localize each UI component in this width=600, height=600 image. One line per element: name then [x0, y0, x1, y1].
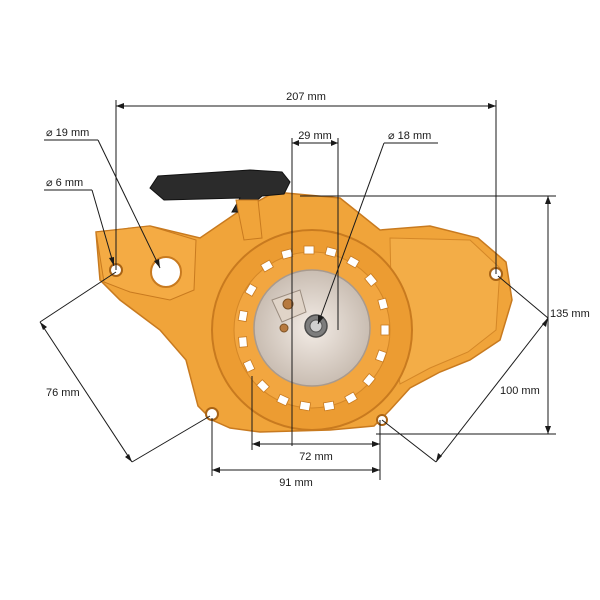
label-right-diagonal: 100 mm: [500, 385, 540, 397]
vent-slots: [237, 245, 390, 412]
pulley-pawl-pin: [282, 298, 294, 310]
label-inner-span: 72 mm: [299, 451, 333, 463]
handle-stem: [235, 199, 263, 241]
pulley-pawl-pin-lower: [279, 323, 289, 333]
dimension-labels: 207 mm ⌀ 19 mm ⌀ 6 mm 29 mm ⌀ 18 mm 135 …: [46, 91, 590, 489]
label-overall-width: 207 mm: [286, 91, 326, 103]
label-hole-large: ⌀ 19 mm: [46, 127, 89, 139]
label-left-diagonal: 76 mm: [46, 387, 80, 399]
label-height: 135 mm: [550, 308, 590, 320]
label-hole-small: ⌀ 6 mm: [46, 177, 83, 189]
label-hub-bore: ⌀ 18 mm: [388, 130, 431, 142]
dimension-lines: [39, 100, 556, 480]
starter-housing: [95, 169, 513, 433]
label-lower-span: 91 mm: [279, 477, 313, 489]
label-hub-width: 29 mm: [298, 130, 332, 142]
hub-bolt: [309, 319, 323, 333]
